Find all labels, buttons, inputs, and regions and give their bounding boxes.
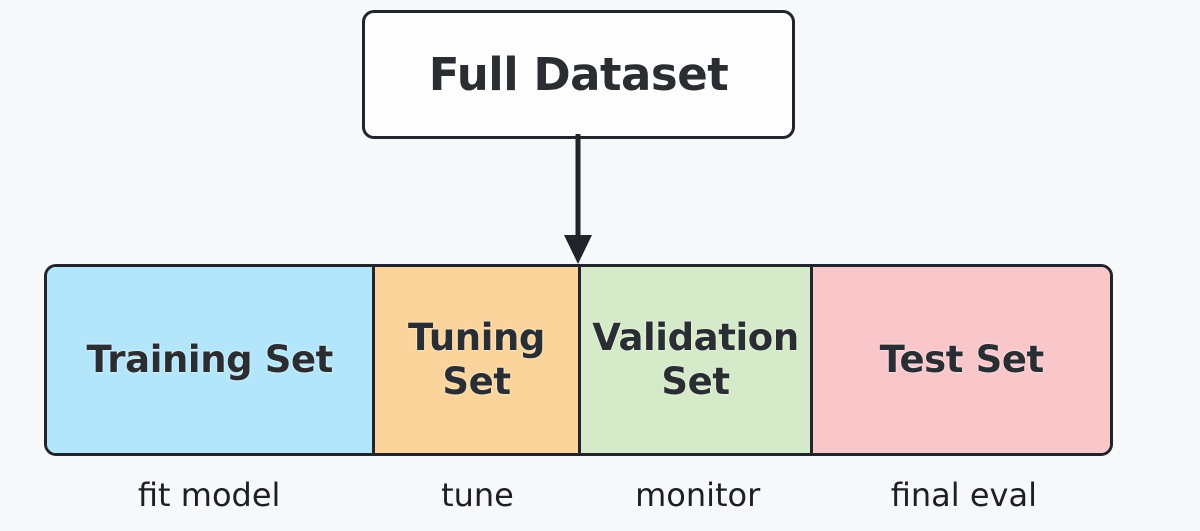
segment-training-set[interactable]: Training Set — [47, 267, 376, 453]
segment-test-set[interactable]: Test Set — [813, 267, 1110, 453]
caption-test-set: final eval — [890, 476, 1037, 514]
segment-label-test-set: Test Set — [879, 338, 1045, 382]
segment-label-tuning-set: Tuning Set — [408, 316, 546, 403]
segment-validation-set[interactable]: Validation Set — [580, 267, 814, 453]
caption-cell-training-set: fit model — [44, 464, 374, 526]
caption-cell-test-set: final eval — [815, 464, 1113, 526]
down-arrow-icon — [564, 134, 592, 264]
segment-label-training-set: Training Set — [86, 338, 334, 382]
caption-cell-tuning-set: tune — [374, 464, 580, 526]
caption-row: fit model tune monitor final eval — [44, 464, 1113, 526]
segment-label-validation-set: Validation Set — [592, 316, 799, 403]
caption-validation-set: monitor — [635, 476, 761, 514]
full-dataset-label: Full Dataset — [428, 48, 729, 101]
split-bar: Training Set Tuning Set Validation Set T… — [44, 264, 1113, 456]
caption-training-set: fit model — [137, 476, 281, 514]
caption-cell-validation-set: monitor — [581, 464, 815, 526]
caption-tuning-set: tune — [441, 476, 514, 514]
segment-tuning-set[interactable]: Tuning Set — [375, 267, 581, 453]
full-dataset-node[interactable]: Full Dataset — [362, 10, 795, 139]
